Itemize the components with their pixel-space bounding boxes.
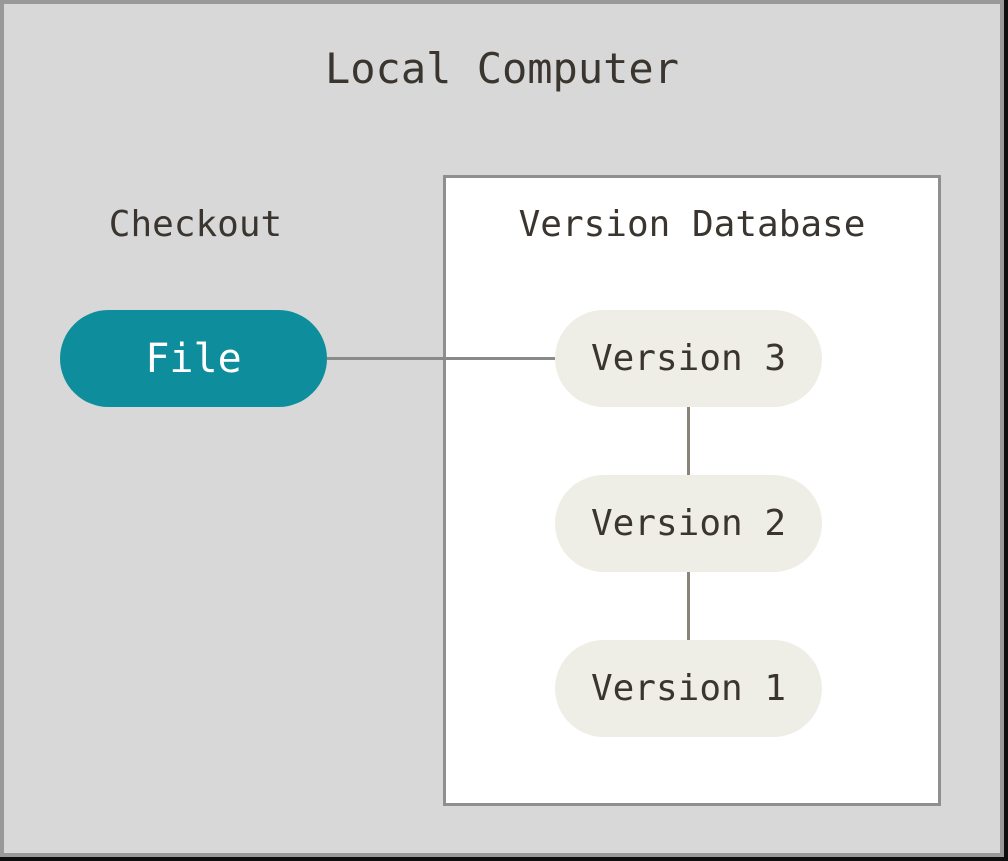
version-3-node: Version 3 [555,310,822,407]
version-2-node: Version 2 [555,475,822,572]
connector-version2-to-version1 [687,572,690,640]
version-1-node: Version 1 [555,640,822,737]
checkout-label: Checkout [108,204,283,245]
diagram-title: Local Computer [324,44,679,93]
connector-file-to-version3 [327,357,555,360]
file-node: File [60,310,327,407]
connector-version3-to-version2 [687,407,690,475]
version-database-label: Version Database [518,204,866,245]
